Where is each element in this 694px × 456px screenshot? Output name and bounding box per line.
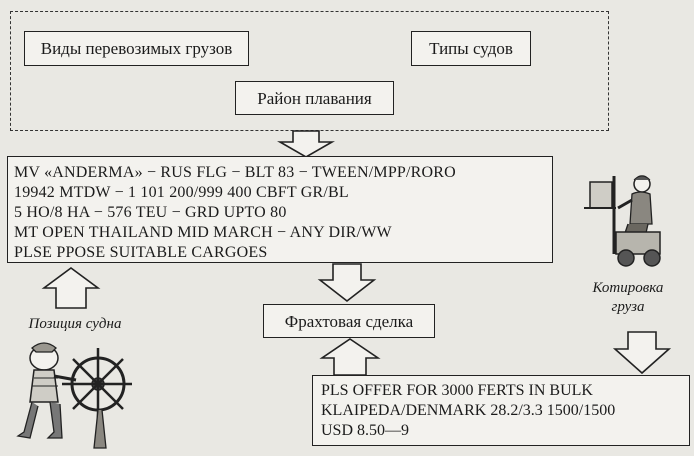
offer-line: PLS OFFER FOR 3000 FERTS IN BULK — [321, 382, 593, 399]
cargo-offer-text: PLS OFFER FOR 3000 FERTS IN BULK KLAIPED… — [312, 375, 690, 446]
arrow-down-to-vessel — [277, 130, 335, 158]
charter-deal-box: Фрахтовая сделка — [263, 304, 435, 338]
trading-area-box: Район плавания — [235, 81, 394, 115]
vessel-position-caption: Позиция судна — [28, 316, 122, 332]
arrow-down-to-offer — [612, 331, 672, 375]
vessel-line: 5 HO/8 HA − 576 TEU − GRD UPTO 80 — [14, 204, 287, 221]
cargo-types-box: Виды перевозимых грузов — [24, 31, 249, 66]
vessel-line: PLSE PPOSE SUITABLE CARGOES — [14, 244, 268, 261]
vessel-line: MV «ANDERMA» − RUS FLG − BLT 83 − TWEEN/… — [14, 164, 456, 181]
forklift-worker-icon — [584, 175, 661, 267]
arrow-up-to-deal — [319, 338, 381, 376]
cargo-quote-caption: Котировка груза — [583, 279, 673, 317]
vessel-line: MT OPEN THAILAND MID MARCH − ANY DIR/WW — [14, 224, 392, 241]
sailor-at-helm-icon — [16, 342, 132, 449]
cargo-quote-caption-line1: Котировка — [592, 280, 664, 296]
offer-line: USD 8.50—9 — [321, 422, 410, 439]
vessel-position-text: MV «ANDERMA» − RUS FLG − BLT 83 − TWEEN/… — [7, 156, 553, 263]
arrow-up-from-position — [41, 267, 101, 309]
ship-types-box: Типы судов — [411, 31, 531, 66]
arrow-down-to-deal — [317, 263, 377, 303]
cargo-quote-caption-line2: груза — [611, 299, 645, 315]
offer-line: KLAIPEDA/DENMARK 28.2/3.3 1500/1500 — [321, 402, 616, 419]
vessel-line: 19942 MTDW − 1 101 200/999 400 CBFT GR/B… — [14, 184, 349, 201]
